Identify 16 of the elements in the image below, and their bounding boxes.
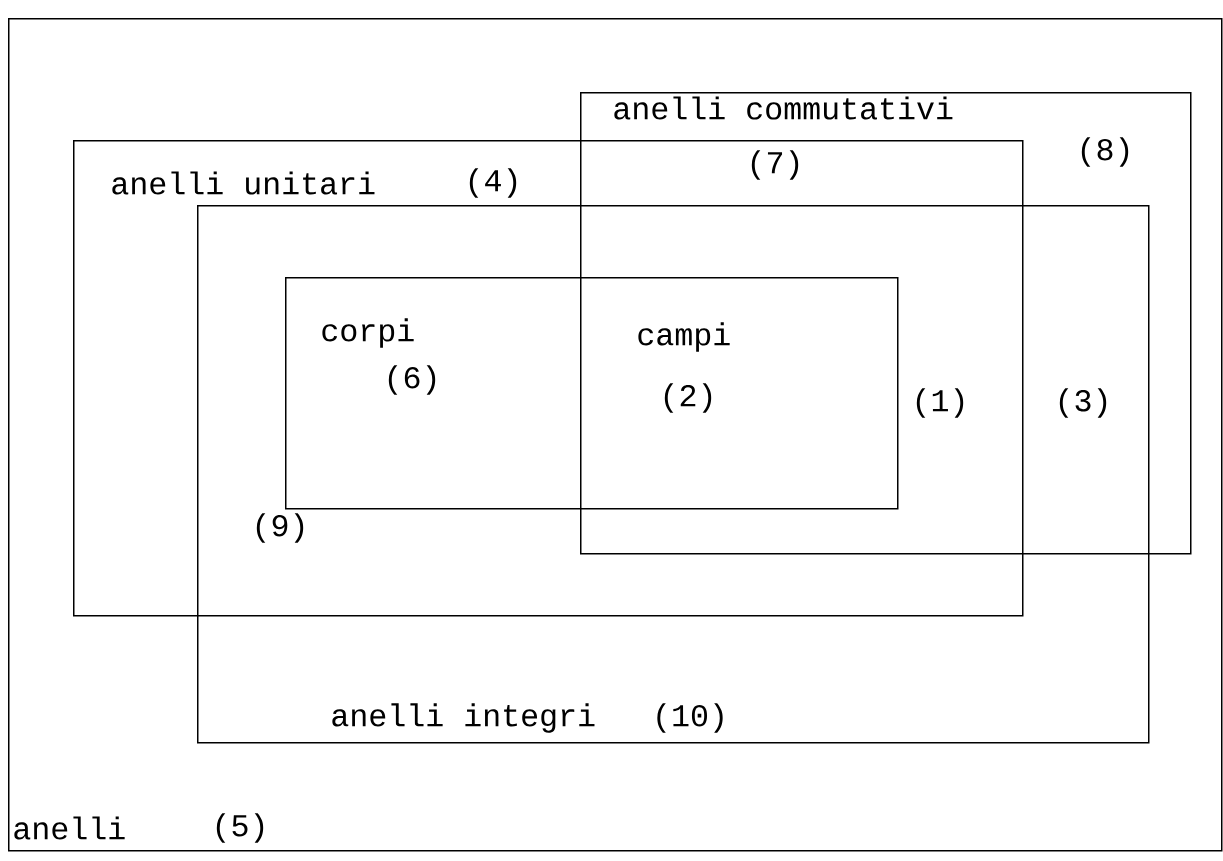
region-number: (3) [1059,388,1107,418]
region-number: (7) [751,150,799,180]
region-number: (2) [664,383,712,413]
region-number: (5) [216,813,264,843]
set-name: anelli [14,816,125,840]
region-number: (6) [388,365,436,395]
region-number: (9) [256,513,304,543]
region-number: (8) [1081,137,1129,167]
set-name: anelli unitari [112,171,375,195]
set-name: anelli integri [332,703,595,733]
region-number: (10) [657,703,723,733]
set-name: anelli commutativi [614,96,953,120]
region-number: (1) [916,388,964,418]
set-name: corpi [322,318,414,348]
region-number: (4) [469,168,517,198]
set-name: campi [638,322,730,352]
